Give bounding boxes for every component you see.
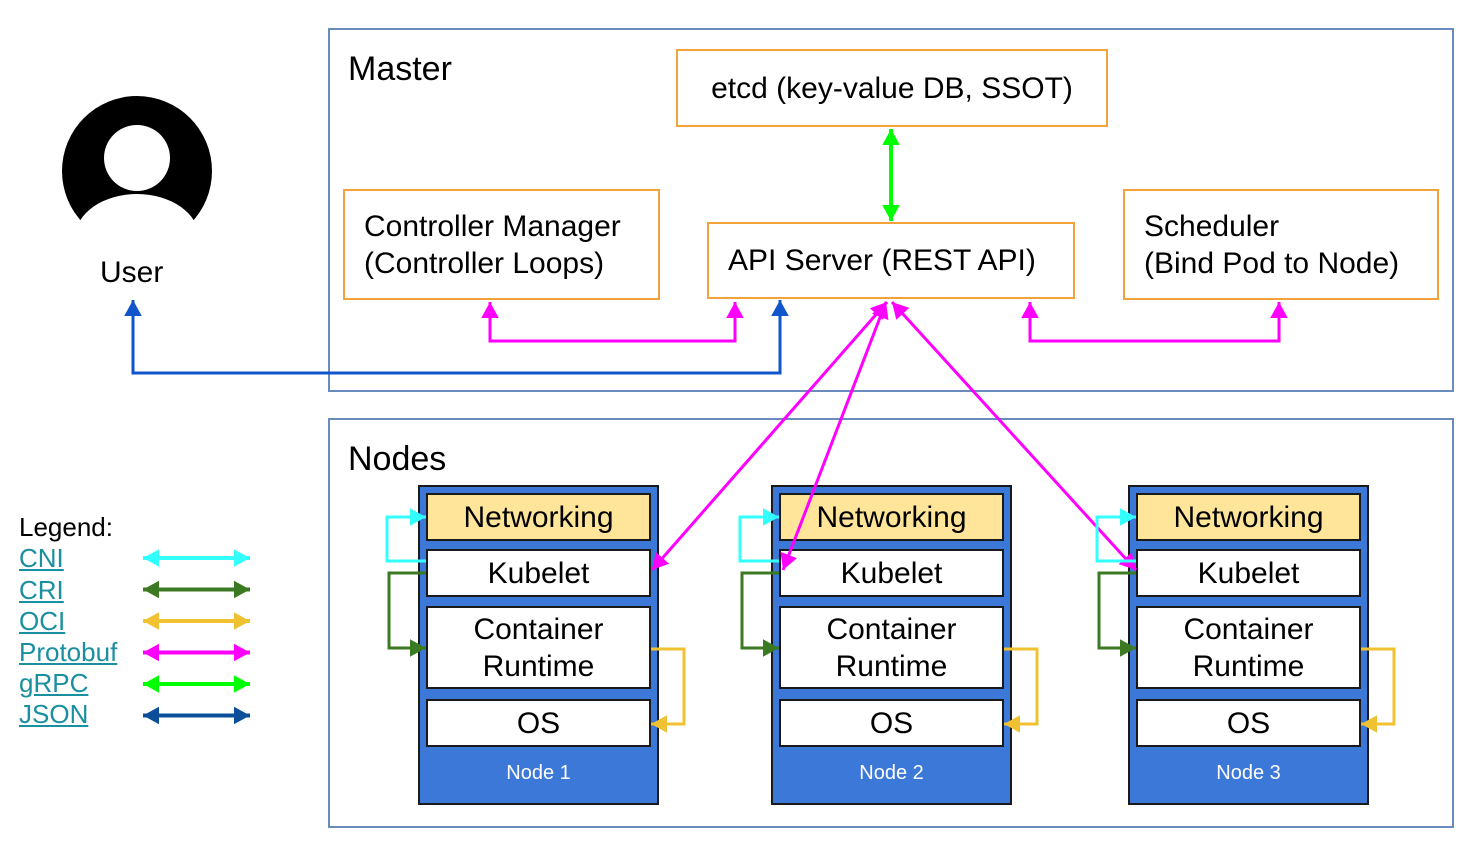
networking-layer: Networking [1136, 493, 1361, 541]
controller-manager-line2: (Controller Loops) [364, 246, 605, 280]
legend-item-cni[interactable]: CNI [19, 543, 64, 573]
legend-arrow-json-tail-head [143, 706, 159, 725]
legend-item-json[interactable]: JSON [19, 699, 89, 729]
scheduler-line1: Scheduler [1144, 209, 1280, 243]
legend-arrow-cni-head [234, 549, 250, 567]
legend-item-protobuf[interactable]: Protobuf [19, 637, 118, 667]
legend-item-cri[interactable]: CRI [19, 575, 64, 605]
runtime-line2: Runtime [482, 649, 595, 683]
kubelet-layer: Kubelet [779, 549, 1004, 597]
legend-arrow-oci-tail-head [143, 612, 159, 630]
runtime-line1: Container [826, 612, 957, 646]
legend-arrow-cri-head [234, 580, 250, 599]
networking-layer: Networking [426, 493, 651, 541]
json-arrow-user-api-tail-head [124, 300, 142, 316]
api-server-label: API Server (REST API) [728, 244, 1036, 277]
scheduler-line2: (Bind Pod to Node) [1144, 246, 1400, 280]
runtime-line1: Container [473, 612, 604, 646]
node-label: Node 2 [859, 762, 924, 784]
legend-arrow-cni-tail-head [143, 549, 159, 567]
legend-item-oci[interactable]: OCI [19, 606, 66, 636]
etcd-label: etcd (key-value DB, SSOT) [711, 71, 1073, 105]
legend-arrow-json-head [234, 706, 250, 725]
user-label: User [100, 256, 164, 289]
networking-layer: Networking [779, 493, 1004, 541]
scheduler-box: Scheduler (Bind Pod to Node) [1123, 189, 1439, 300]
kubelet-layer: Kubelet [1136, 549, 1361, 597]
legend-arrow-protobuf-head [234, 643, 250, 662]
legend-arrow-cri-tail-head [143, 580, 159, 599]
legend-arrow-protobuf-tail-head [143, 643, 159, 662]
os-layer: OS [1136, 699, 1361, 747]
os-layer: OS [426, 699, 651, 747]
api-server-box: API Server (REST API) [707, 222, 1075, 299]
master-title: Master [348, 50, 452, 88]
legend-title: Legend: [19, 512, 113, 542]
controller-manager-box: Controller Manager (Controller Loops) [343, 189, 660, 300]
etcd-box: etcd (key-value DB, SSOT) [676, 49, 1108, 127]
os-layer: OS [779, 699, 1004, 747]
node-label: Node 1 [506, 762, 571, 784]
controller-manager-line1: Controller Manager [364, 209, 621, 243]
kubelet-layer: Kubelet [426, 549, 651, 597]
legend-arrow-grpc-head [234, 675, 250, 693]
runtime-line1: Container [1183, 612, 1314, 646]
user-avatar-icon [62, 96, 212, 230]
nodes-title: Nodes [348, 440, 447, 478]
node-label: Node 3 [1216, 762, 1281, 784]
runtime-line2: Runtime [835, 649, 948, 683]
legend-arrow-oci-head [234, 612, 250, 630]
legend-arrow-grpc-tail-head [143, 675, 159, 693]
legend-item-grpc[interactable]: gRPC [19, 668, 89, 698]
runtime-line2: Runtime [1192, 649, 1305, 683]
